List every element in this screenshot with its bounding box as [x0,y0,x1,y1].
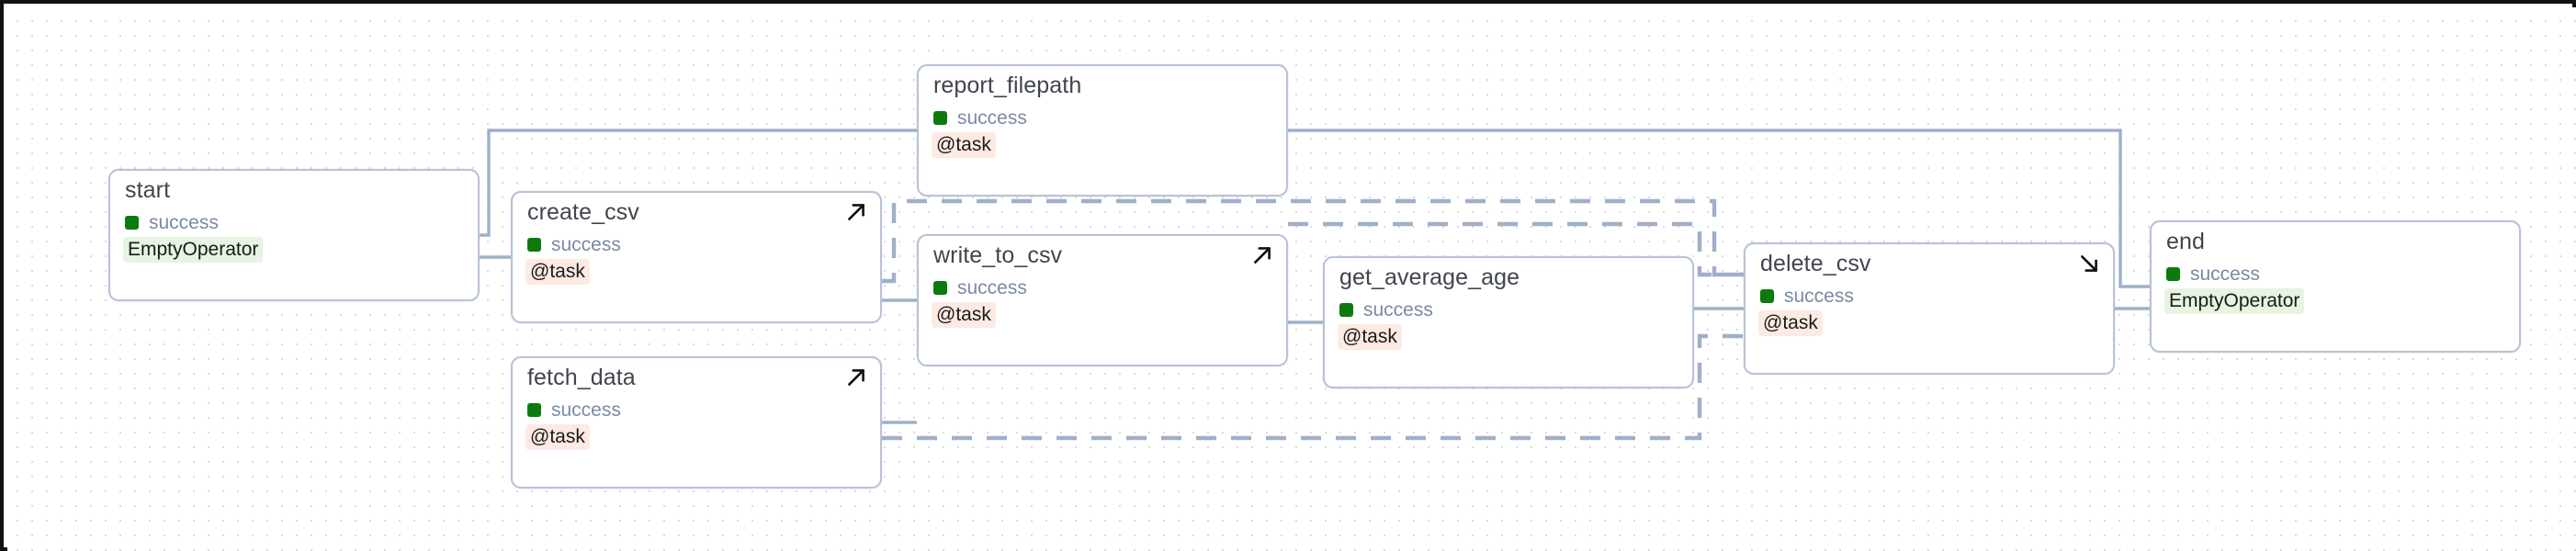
dag-node-type-badge: @task [932,132,996,159]
dag-node-title: fetch_data [527,365,636,390]
dag-node-state: success [527,400,621,420]
dag-node-type-badge: EmptyOperator [123,237,264,264]
dag-node-state-label: success [1784,286,1854,307]
dag-node-title: create_csv [527,199,639,225]
arrow-up-right-icon[interactable] [844,200,868,224]
dag-node-title: write_to_csv [933,242,1063,268]
dag-node-state: success [527,235,621,254]
dag-node-state-label: success [2190,264,2260,285]
dag-node-type-badge: @task [525,424,590,451]
success-square-icon [1760,289,1774,303]
dag-node-state: success [933,278,1027,298]
dag-node-type-badge: EmptyOperator [2164,288,2305,315]
arrow-down-right-icon[interactable] [2077,252,2101,276]
dag-node-state-label: success [551,234,621,255]
dag-node-title: end [2166,229,2206,254]
dag-node-state: success [1339,300,1433,320]
dag-node-type-badge: @task [932,302,996,329]
success-square-icon [125,216,139,230]
dag-node-state-label: success [149,212,219,233]
success-square-icon [1339,303,1353,317]
dag-node-type-badge: @task [1758,310,1823,337]
dag-node-state: success [2166,264,2260,284]
arrow-up-right-icon[interactable] [1250,243,1274,267]
success-square-icon [933,111,947,125]
dag-node-state-label: success [957,107,1027,129]
success-square-icon [2166,267,2180,281]
dag-node-title: get_average_age [1339,264,1520,290]
dag-node-state-label: success [957,277,1027,298]
dag-node-state-label: success [1363,299,1433,320]
success-square-icon [933,281,947,295]
dag-node-state: success [933,108,1027,128]
dag-node-state: success [1760,287,1854,306]
dag-node-title: report_filepath [933,73,1082,98]
success-square-icon [527,238,541,252]
dag-node-state-label: success [551,399,621,421]
success-square-icon [527,403,541,417]
dag-node-state: success [125,213,219,232]
dag-node-type-badge: @task [1338,324,1402,351]
arrow-up-right-icon[interactable] [844,365,868,389]
dag-node-type-badge: @task [525,259,590,286]
dag-node-title: start [125,177,171,203]
dag-node-title: delete_csv [1760,251,1871,276]
